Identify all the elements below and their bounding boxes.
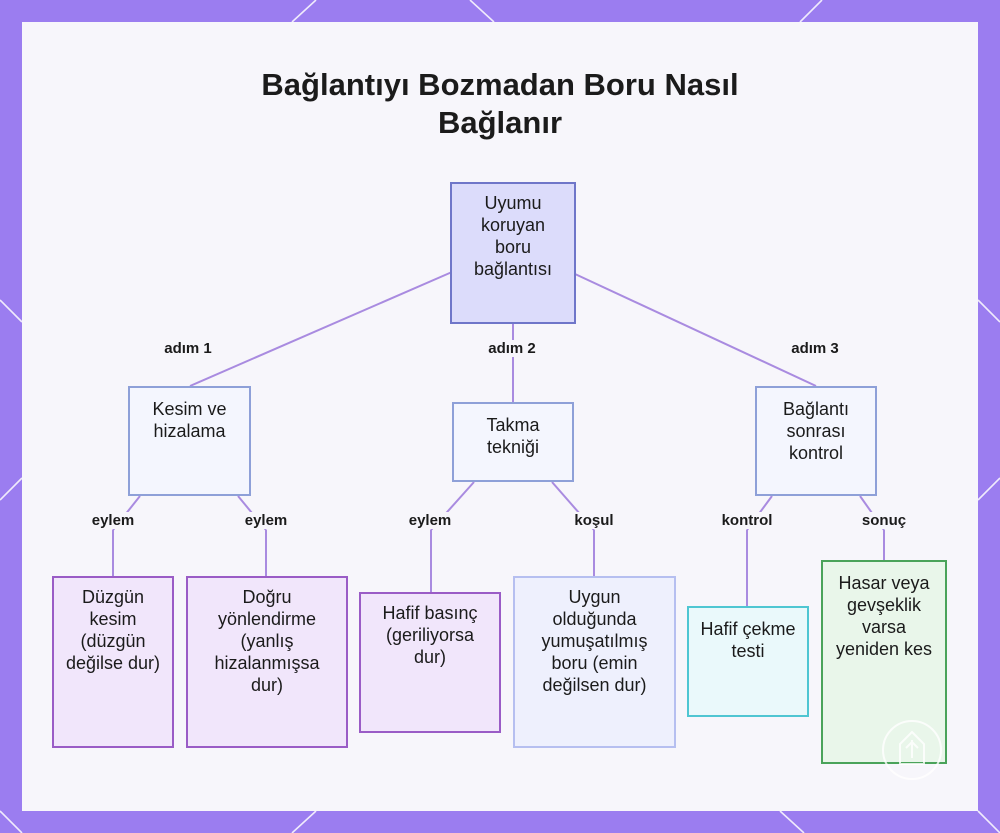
step1-node: Kesim ve hizalama (128, 386, 251, 496)
edge-label-step2: adım 2 (485, 340, 539, 357)
step3-label: Bağlantı sonrası kontrol (782, 399, 850, 463)
leaf3-node: Hafif basınç (geriliyorsa dur) (359, 592, 501, 733)
leaf5-node: Hafif çekme testi (687, 606, 809, 717)
root-node-label: Uyumu koruyan boru bağlantısı (473, 193, 553, 279)
leaf1-label: Düzgün kesim (düzgün değilse dur) (65, 587, 161, 673)
edge-label-s2-right: koşul (571, 512, 617, 529)
leaf4-label: Uygun olduğunda yumuşatılmış boru (emin … (541, 587, 648, 695)
edge-root-step3 (574, 273, 817, 387)
edge-label-step3: adım 3 (788, 340, 842, 357)
leaf1-node: Düzgün kesim (düzgün değilse dur) (52, 576, 174, 748)
leaf2-label: Doğru yönlendirme (yanlış hizalanmışsa d… (214, 587, 320, 695)
step2-node: Takma tekniği (452, 402, 574, 482)
edge-label-s3-right: sonuç (858, 512, 910, 529)
watermark-logo-icon (882, 720, 942, 780)
leaf6-node: Hasar veya gevşeklik varsa yeniden kes (821, 560, 947, 764)
edge-label-s1-right: eylem (241, 512, 291, 529)
leaf6-label: Hasar veya gevşeklik varsa yeniden kes (835, 573, 933, 659)
root-node: Uyumu koruyan boru bağlantısı (450, 182, 576, 324)
edge-label-step1: adım 1 (161, 340, 215, 357)
step1-label: Kesim ve hizalama (152, 399, 227, 441)
diagram-title: Bağlantıyı Bozmadan Boru Nasıl Bağlanır (261, 67, 739, 140)
edge-root-step1 (189, 271, 453, 387)
leaf4-node: Uygun olduğunda yumuşatılmış boru (emin … (513, 576, 676, 748)
step2-label: Takma tekniği (486, 415, 540, 457)
leaf2-node: Doğru yönlendirme (yanlış hizalanmışsa d… (186, 576, 348, 748)
leaf5-label: Hafif çekme testi (700, 619, 796, 661)
step3-node: Bağlantı sonrası kontrol (755, 386, 877, 496)
edge-label-s1-left: eylem (88, 512, 138, 529)
edge-label-s3-left: kontrol (718, 512, 776, 529)
leaf3-label: Hafif basınç (geriliyorsa dur) (382, 603, 478, 667)
edge-label-s2-left: eylem (405, 512, 455, 529)
